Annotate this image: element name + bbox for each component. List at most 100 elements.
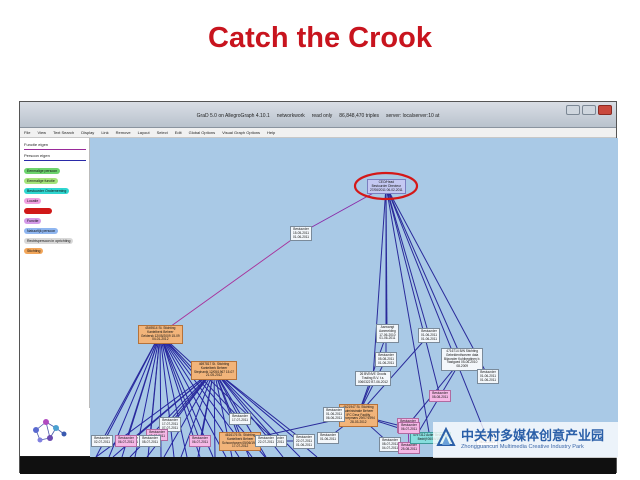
menu-visual-graph-options[interactable]: Visual Graph Options — [222, 130, 261, 135]
graph-edge — [180, 369, 215, 457]
node-label: 17-06-2010 — [379, 332, 396, 337]
node-label: 01-06-2011 — [379, 336, 396, 341]
node-label: Bijzonder Kuhlbegtinen b. — [444, 356, 481, 361]
menu-text-search[interactable]: Text Search — [53, 130, 75, 135]
node-label: 4797312 Actief Belasting — [413, 433, 449, 437]
node-label: 08-08-2011 — [432, 394, 449, 399]
node-label: Bestuurder — [432, 391, 448, 395]
node-label: 15-05-2011 — [293, 230, 310, 235]
graph-edge — [159, 232, 302, 335]
legend-link-arrow — [24, 149, 86, 150]
menu-global-options[interactable]: Global Options — [188, 130, 216, 135]
title-repo: networkwork — [276, 113, 305, 119]
menu-select[interactable]: Select — [156, 130, 168, 135]
node-label: 06-06-2011 — [326, 415, 343, 420]
node-label: 08-07-2011 — [142, 439, 159, 444]
menu-edit[interactable]: Edit — [174, 130, 182, 135]
node-label: Kantelberk Beheer — [147, 329, 174, 334]
node-label: 01-06-2011 — [480, 373, 497, 378]
node-label: 06-07-2011 — [118, 439, 135, 444]
node-label: 01-06-2011 — [421, 336, 438, 341]
menu-remove[interactable]: Remove — [115, 130, 131, 135]
close-button[interactable] — [598, 105, 612, 115]
watermark-logo-icon — [436, 426, 456, 446]
screen-capture: GraD 5.0 on AllegroGraph 4.10.1 networkw… — [19, 101, 618, 474]
graph-edge — [385, 185, 430, 336]
legend-node-type[interactable]: Rechtspersoon in oprichting — [24, 238, 74, 244]
legend-node-type[interactable]: Eenmalige functie — [24, 178, 58, 184]
menu-display[interactable]: Display — [81, 130, 95, 135]
legend-node-type[interactable]: Eenmalige persoon — [24, 168, 61, 174]
node-label: 06-07-2011 — [192, 439, 209, 444]
legend-node-type[interactable]: Bestuurder Onderneming — [24, 188, 70, 194]
node-label: Bestuurder — [142, 436, 158, 440]
node-label: 4616176 St. Stichting — [225, 433, 256, 437]
legend-node-type[interactable]: Natuurlijk persoon — [24, 228, 59, 234]
node-label: Bestuurder — [296, 435, 312, 439]
node-label: 28-03-2012 — [350, 420, 367, 425]
legend-node-type[interactable]: Functie — [24, 218, 42, 224]
legend-node-type[interactable]: Locatie — [24, 198, 42, 204]
node-label: 01-06-2011 — [326, 411, 343, 416]
node-label: 4697817 St. Stichting — [198, 362, 230, 366]
node-label: 0060322 B7-06-2012 — [358, 379, 388, 384]
menu-view[interactable]: View — [37, 130, 47, 135]
legend-link-label: Persoon eigen — [24, 153, 50, 158]
node-label: 4621947 St. Stichting — [343, 405, 374, 409]
node-label: 27/06/2011 06-02-2011 — [370, 187, 403, 192]
node-label: IFC Deur Facility — [346, 412, 371, 417]
menu-link[interactable]: Link — [101, 130, 109, 135]
node-label: Trading B.V. t.s. — [361, 375, 385, 380]
node-label: Bestuurder — [293, 227, 309, 231]
node-label: Bestuurder — [258, 436, 274, 440]
node-label: 17-07-2012 — [232, 444, 249, 449]
legend-node-type[interactable]: Stichting — [24, 248, 44, 254]
title-server: server: localserver:10 at — [385, 113, 440, 119]
node-label: Geldersk 12/05/2009 15-09 — [141, 333, 180, 338]
menu-layout[interactable]: Layout — [137, 130, 150, 135]
node-label: Bestuurder Directeur — [371, 183, 402, 188]
node-label: Aanvangt — [380, 325, 395, 329]
graph-edge — [385, 185, 441, 397]
menu-help[interactable]: Help — [267, 130, 276, 135]
legend-node-type[interactable] — [24, 208, 52, 214]
node-label: 08-07-2011 — [382, 441, 399, 446]
graph-edge — [357, 334, 430, 416]
menu-file[interactable]: File — [24, 130, 31, 135]
node-label: 01-06-2011 — [296, 442, 313, 447]
node-label: Bestuurder — [192, 436, 208, 440]
node-label: 05-08-2011 — [378, 356, 395, 361]
node-label: Bestuurder — [118, 436, 134, 440]
maximize-button[interactable] — [582, 105, 596, 115]
node-label: Stephanik 12/05/1967 15-07 — [194, 369, 235, 374]
graph-edge — [385, 185, 488, 439]
minimize-button[interactable] — [566, 105, 580, 115]
node-label: 17-07-2011 — [162, 421, 179, 426]
